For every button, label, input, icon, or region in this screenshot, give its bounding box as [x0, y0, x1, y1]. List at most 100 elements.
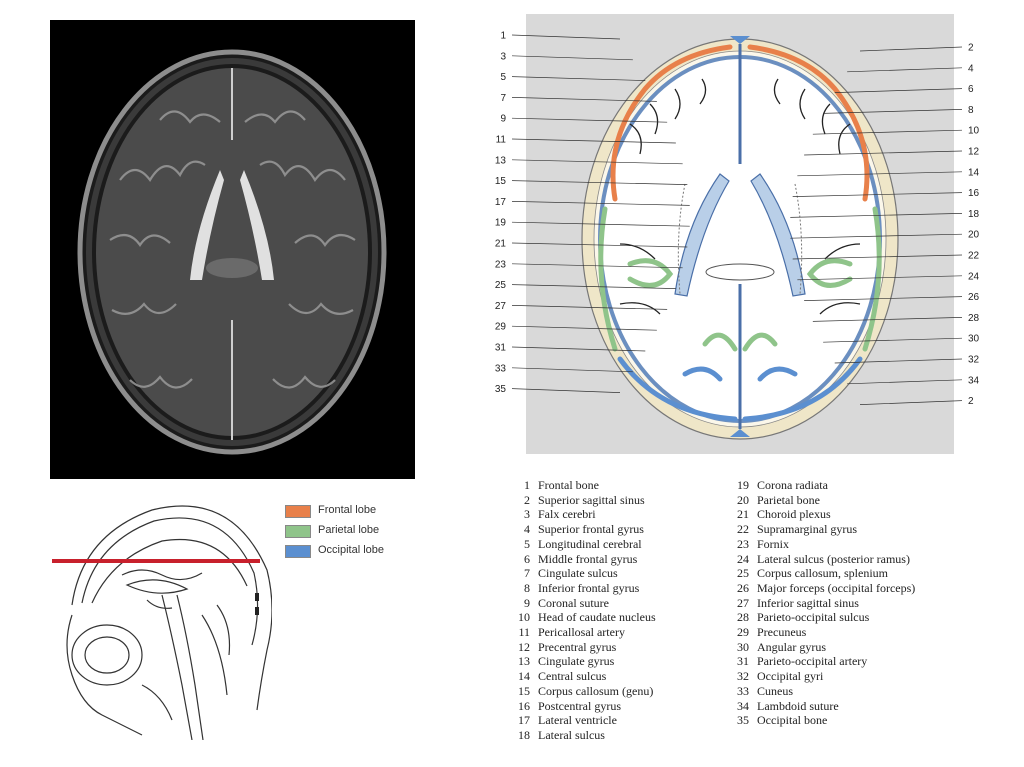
key-number: 31	[737, 654, 749, 669]
key-number: 27	[737, 595, 749, 610]
key-label: Cingulate gyrus	[538, 654, 615, 669]
key-number: 25	[737, 566, 749, 581]
key-label: Coronal suture	[538, 595, 609, 610]
key-label: Parieto-occipital artery	[757, 654, 868, 669]
callout-number: 26	[968, 292, 980, 303]
key-label: Occipital bone	[757, 713, 828, 728]
key-number: 20	[737, 492, 749, 507]
key-number: 24	[737, 551, 749, 566]
callout-leader-line	[812, 317, 963, 322]
key-number: 35	[737, 713, 749, 728]
callout-number: 2	[968, 396, 974, 407]
key-number: 19	[737, 478, 749, 492]
key-label: Central sulcus	[538, 669, 607, 684]
callout-number: 18	[968, 209, 980, 220]
callout-leader-line	[790, 213, 963, 218]
key-label: Parieto-occipital sulcus	[757, 610, 870, 625]
key-number: 12	[518, 639, 530, 654]
key-label: Pericallosal artery	[538, 625, 625, 640]
legend-label: Frontal lobe	[318, 504, 377, 516]
legend-label: Parietal lobe	[318, 524, 380, 536]
key-number: 21	[737, 507, 749, 522]
key-number: 11	[518, 625, 530, 640]
callout-leader-line	[834, 88, 963, 93]
callout-number: 9	[500, 114, 506, 125]
key-number: 6	[524, 551, 530, 566]
callout-number: 12	[968, 147, 980, 158]
callout-number: 22	[968, 251, 980, 262]
callout-number: 19	[495, 218, 507, 229]
callout-number: 21	[495, 239, 507, 250]
callout-number: 20	[968, 230, 980, 241]
key-label: Supramarginal gyrus	[757, 522, 858, 537]
key-label: Head of caudate nucleus	[538, 610, 656, 625]
callout-leader-line	[812, 129, 963, 135]
key-label: Angular gyrus	[757, 639, 826, 654]
key-number: 26	[737, 580, 749, 595]
key-item: 31 Parieto-occipital artery	[729, 654, 915, 669]
key-label: Lateral ventricle	[538, 713, 617, 728]
key-label: Corpus callosum, splenium	[757, 566, 888, 581]
key-label: Cingulate sulcus	[538, 566, 618, 581]
callout-leader-line	[859, 400, 963, 405]
callout-leader-line	[511, 201, 690, 206]
key-number: 17	[518, 713, 530, 728]
key-item: 35 Occipital bone	[729, 713, 915, 728]
key-label: Inferior sagittal sinus	[757, 595, 859, 610]
parietal-swatch	[285, 525, 311, 538]
key-number: 33	[737, 683, 749, 698]
key-label: Precuneus	[757, 625, 807, 640]
callout-number: 2	[968, 43, 974, 54]
callout-number: 5	[500, 72, 506, 83]
key-number: 7	[524, 566, 530, 581]
callout-number: 6	[968, 84, 974, 95]
callout-leader-line	[797, 275, 963, 281]
key-label: Choroid plexus	[757, 507, 831, 522]
callout-number: 34	[968, 375, 980, 386]
key-number: 9	[524, 595, 530, 610]
key-label: Middle frontal gyrus	[538, 551, 638, 566]
callout-number: 31	[495, 343, 507, 354]
callout-number: 24	[968, 271, 980, 282]
key-item: 29 Precuneus	[729, 625, 915, 640]
key-number: 16	[518, 698, 530, 713]
key-item: 22 Supramarginal gyrus	[729, 522, 915, 537]
callout-number: 7	[500, 93, 506, 104]
key-number: 18	[518, 727, 530, 742]
key-number: 13	[518, 654, 530, 669]
key-item: 25 Corpus callosum, splenium	[729, 566, 915, 581]
key-item: 21 Choroid plexus	[729, 507, 915, 522]
key-label: Superior frontal gyrus	[538, 522, 644, 537]
key-item: 17 Lateral ventricle	[510, 713, 656, 728]
callout-leader-line	[511, 76, 646, 81]
callout-leader-line	[847, 379, 963, 385]
key-number: 29	[737, 625, 749, 640]
key-label: Lambdoid suture	[757, 698, 839, 713]
key-label: Longitudinal cerebral	[538, 536, 642, 551]
frontal-swatch	[285, 505, 311, 518]
callout-leader-line	[823, 337, 963, 343]
occipital-swatch	[285, 545, 311, 558]
callout-number: 33	[495, 363, 507, 374]
key-label: Frontal bone	[538, 478, 599, 492]
key-item: 7 Cingulate sulcus	[510, 566, 656, 581]
callout-leader-line	[511, 34, 621, 40]
key-item: 9 Coronal suture	[510, 596, 656, 611]
callout-leader-line	[797, 171, 963, 177]
callout-leader-line	[847, 67, 963, 73]
callout-number: 32	[968, 355, 980, 366]
callout-leader-line	[834, 358, 963, 364]
callout-leader-line	[511, 325, 657, 331]
callout-leader-line	[511, 346, 646, 352]
callout-leader-line	[511, 221, 690, 227]
key-number: 22	[737, 522, 749, 537]
